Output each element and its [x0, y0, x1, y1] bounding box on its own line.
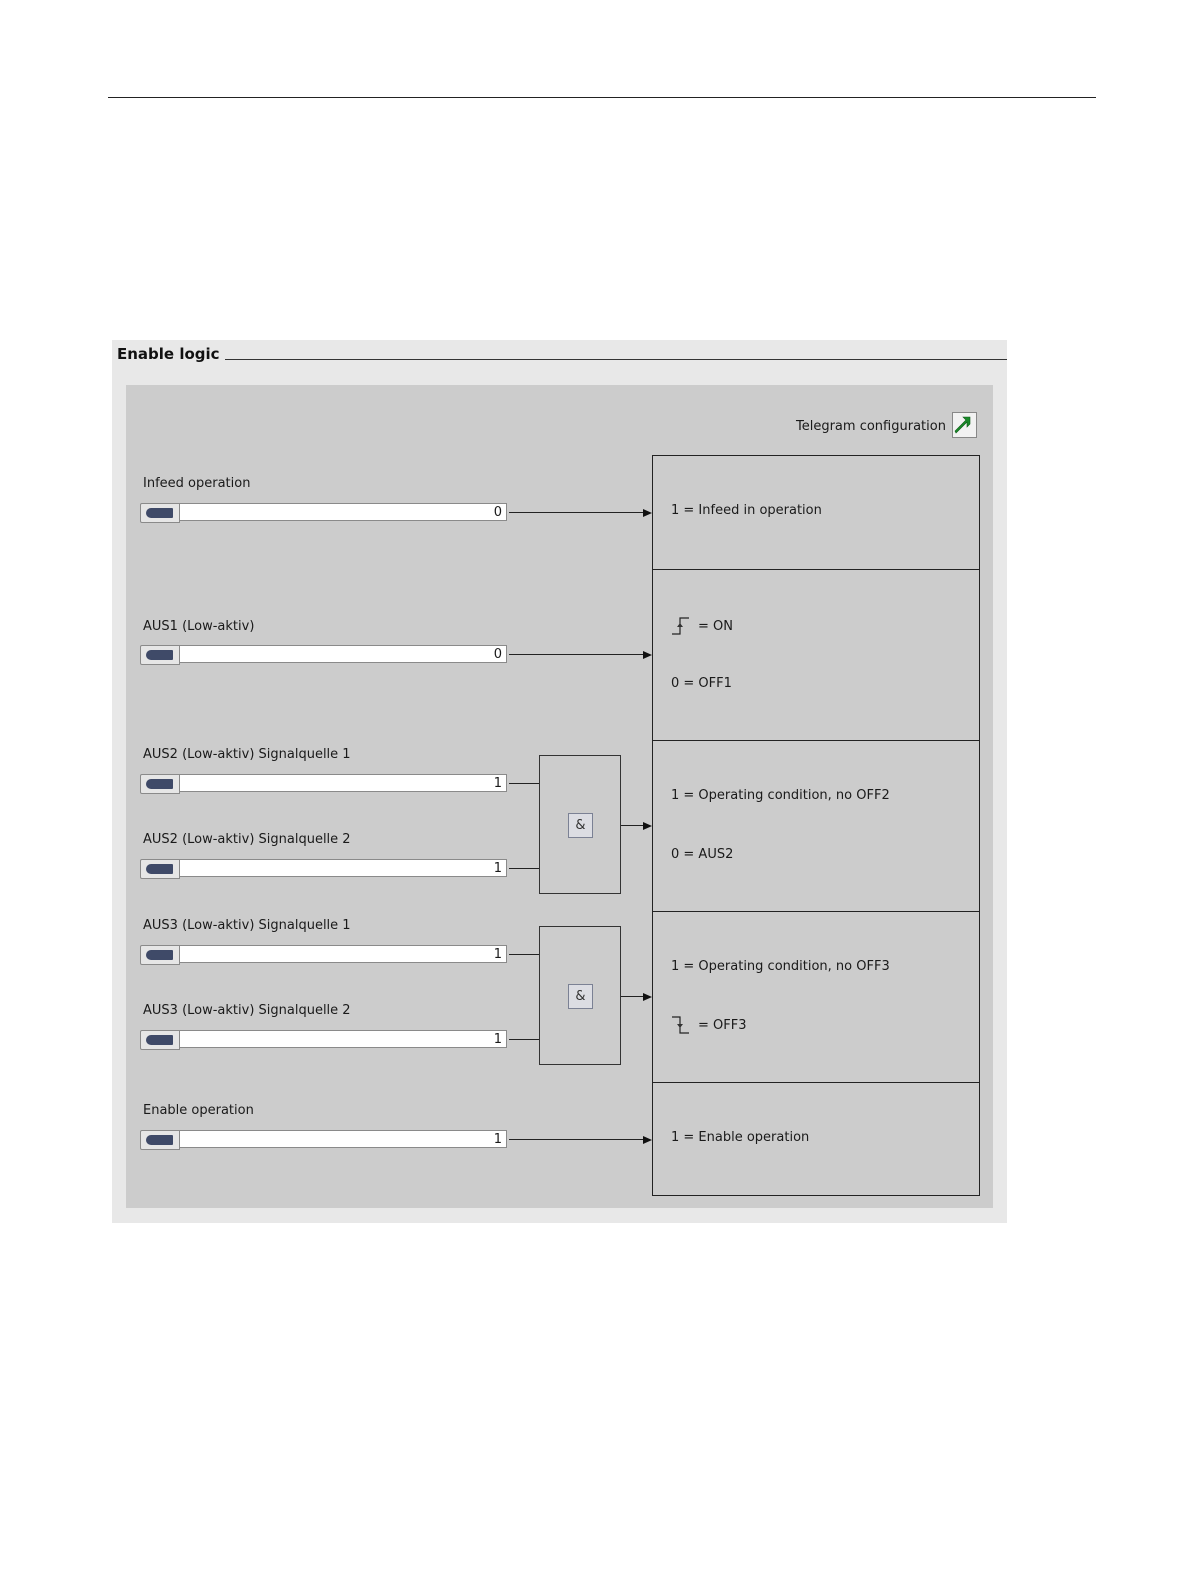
signal-source-tag[interactable] [140, 503, 180, 523]
signal-value[interactable]: 0 [179, 645, 507, 663]
input-field-infeed-operation[interactable]: 0 [140, 503, 509, 523]
signal-source-tag[interactable] [140, 1030, 180, 1050]
signal-value[interactable]: 1 [179, 945, 507, 963]
status-text-off1: 0 = OFF1 [671, 676, 732, 691]
signal-value[interactable]: 1 [179, 1030, 507, 1048]
connector-line [621, 996, 644, 997]
status-text: 0 = AUS2 [671, 847, 734, 862]
signal-value[interactable]: 1 [179, 1130, 507, 1148]
status-box-enable: 1 = Enable operation [652, 1082, 980, 1196]
status-text: 1 = Enable operation [671, 1130, 810, 1145]
input-field-aus3-source2[interactable]: 1 [140, 1030, 509, 1050]
connector-line [509, 783, 539, 784]
connector-line [509, 1039, 539, 1040]
green-arrow-link-icon [954, 416, 971, 434]
telegram-config-label: Telegram configuration [796, 419, 946, 434]
input-label-infeed-operation: Infeed operation [143, 476, 251, 491]
input-field-aus2-source1[interactable]: 1 [140, 774, 509, 794]
panel-title: Enable logic [117, 345, 220, 363]
input-label-enable-operation: Enable operation [143, 1103, 254, 1118]
status-text: 1 = Infeed in operation [671, 503, 822, 518]
signal-source-tag[interactable] [140, 945, 180, 965]
connector-line [509, 868, 539, 869]
signal-source-tag[interactable] [140, 645, 180, 665]
page-top-rule [108, 97, 1096, 98]
falling-edge-icon [672, 1016, 689, 1034]
input-field-enable-operation[interactable]: 1 [140, 1130, 509, 1150]
status-box-off1: = ON 0 = OFF1 [652, 569, 980, 741]
input-label-aus2-source1: AUS2 (Low-aktiv) Signalquelle 1 [143, 747, 351, 762]
arrow-head [643, 509, 652, 517]
arrow-head [643, 651, 652, 659]
enable-logic-panel: Enable logic Telegram configuration Infe… [112, 340, 1007, 1223]
signal-source-tag[interactable] [140, 774, 180, 794]
signal-value[interactable]: 1 [179, 859, 507, 877]
connector-line [509, 954, 539, 955]
input-field-aus1[interactable]: 0 [140, 645, 509, 665]
input-label-aus1: AUS1 (Low-aktiv) [143, 619, 255, 634]
signal-source-tag[interactable] [140, 1130, 180, 1150]
arrow-head [643, 1136, 652, 1144]
panel-title-divider [225, 359, 1007, 360]
logic-canvas: Telegram configuration Infeed operation … [126, 385, 993, 1208]
input-field-aus3-source1[interactable]: 1 [140, 945, 509, 965]
signal-value[interactable]: 1 [179, 774, 507, 792]
telegram-config-button[interactable] [952, 412, 977, 438]
rising-edge-icon [672, 617, 689, 635]
arrow-head [643, 993, 652, 1001]
and-gate-aus3: & [539, 926, 621, 1065]
input-field-aus2-source2[interactable]: 1 [140, 859, 509, 879]
and-gate-aus2: & [539, 755, 621, 894]
connector-line [509, 512, 644, 513]
connector-line [509, 654, 644, 655]
status-text-on: = ON [698, 619, 733, 634]
input-label-aus3-source1: AUS3 (Low-aktiv) Signalquelle 1 [143, 918, 351, 933]
status-box-off2: 1 = Operating condition, no OFF2 0 = AUS… [652, 740, 980, 912]
connector-line [621, 825, 644, 826]
and-symbol: & [568, 984, 593, 1009]
status-text: 1 = Operating condition, no OFF3 [671, 959, 890, 974]
signal-source-tag[interactable] [140, 859, 180, 879]
arrow-head [643, 822, 652, 830]
signal-value[interactable]: 0 [179, 503, 507, 521]
connector-line [509, 1139, 644, 1140]
input-label-aus2-source2: AUS2 (Low-aktiv) Signalquelle 2 [143, 832, 351, 847]
input-label-aus3-source2: AUS3 (Low-aktiv) Signalquelle 2 [143, 1003, 351, 1018]
status-box-off3: 1 = Operating condition, no OFF3 = OFF3 [652, 911, 980, 1083]
status-box-infeed: 1 = Infeed in operation [652, 455, 980, 570]
status-text-off3: = OFF3 [698, 1018, 747, 1033]
status-text: 1 = Operating condition, no OFF2 [671, 788, 890, 803]
and-symbol: & [568, 813, 593, 838]
